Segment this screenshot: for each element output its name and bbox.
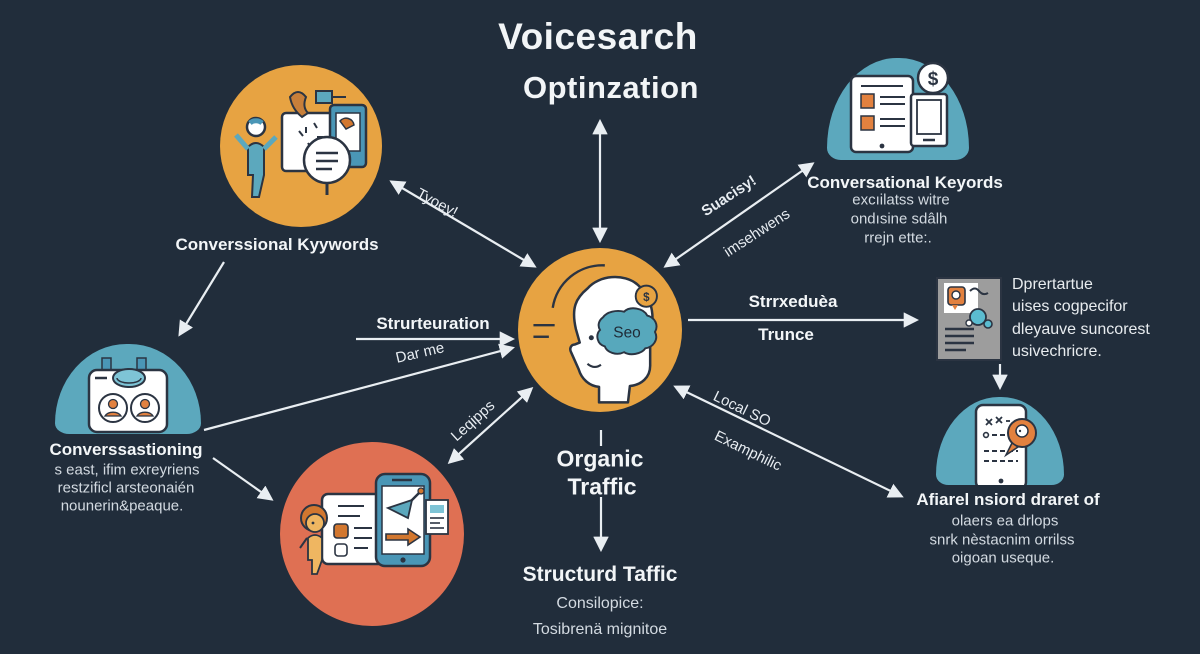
node-top-right-label: Conversational Keyords: [807, 173, 1003, 192]
node-bottom-right-label: Afiarel nsiord draret of: [916, 490, 1100, 509]
arrow-local-so: [673, 385, 904, 498]
arrow-label-imsehuens: imsehwens: [720, 205, 794, 261]
arrow-topleft-to-left-node: [178, 261, 225, 337]
arrow-label-tyoey: Tyoey!: [413, 185, 461, 221]
arrow-label-suacisy: Suacisy!: [698, 172, 760, 220]
node-left-label: Converssastioning: [49, 440, 203, 459]
voice-device-icon: [87, 357, 169, 434]
organic-traffic-line2: Traffic: [567, 473, 637, 500]
node-top-right-subline: rrejn ette:.: [864, 229, 932, 247]
node-conversational-keyords-circle: $: [827, 58, 969, 160]
arrow-label-dar-me: Dar me: [394, 339, 446, 367]
seo-brain-label: Seo: [613, 325, 640, 342]
page-title-line1: Voicesarch: [498, 16, 698, 57]
organic-traffic-line1: Organic: [556, 445, 644, 472]
mobile-content-icon: [299, 472, 449, 575]
arrow-left-to-red-node: [212, 457, 274, 501]
arrow-label-trunce: Trunce: [758, 325, 814, 344]
arrow-label-strrxedua: Strrxeduèa: [748, 292, 838, 311]
node-top-left-label: Converssional Kyywords: [175, 235, 379, 254]
node-converssastioning-circle: [55, 344, 201, 434]
doc-text-line: Dprertartue: [1012, 276, 1093, 293]
node-top-right-subline: excıilatss witre: [852, 191, 950, 209]
head-seo-brain-icon: Seo $: [533, 264, 658, 404]
node-bottom-right-subline: olaers ea drlops: [951, 512, 1059, 530]
bottom-subline: Tosibrenä mignitoe: [532, 621, 668, 638]
phone-local-pin-icon: [974, 403, 1037, 485]
arrow-label-examphilic: Examphilic: [711, 427, 785, 475]
node-mobile-content-circle: [280, 442, 464, 626]
node-left-subline: restzificl arsteonaién: [57, 479, 195, 497]
arrow-tyoey: [389, 180, 537, 268]
node-left-subline: nounerin&peaque.: [60, 497, 184, 515]
node-local-listing-circle: [936, 397, 1064, 485]
dollar-coin-glyph: $: [928, 69, 939, 90]
node-bottom-right-subline: snrk nèstacnim orrilss: [929, 531, 1075, 549]
doc-text-block: Dprertartue uises cogpecifor dleyauve su…: [1012, 274, 1150, 364]
arrow-label-strurteuration: Strurteuration: [376, 314, 490, 333]
arrow-label-local-so: Local SO: [710, 387, 774, 431]
node-top-right-subline: ondısine sdâlh: [850, 210, 948, 228]
dollar-coin-glyph: $: [643, 292, 650, 304]
bottom-subline: Consilopice:: [556, 595, 644, 612]
doc-text-line: usivechricre.: [1012, 343, 1102, 361]
structured-data-doc-icon: [936, 277, 1002, 361]
whiteboard-presentation-icon: [234, 90, 368, 198]
node-bottom-right-subline: oigoan useque.: [951, 549, 1055, 567]
arrow-label-leqipps: Leqipps: [447, 397, 499, 445]
structured-traffic-label: Structurd Taffic: [522, 563, 678, 586]
doc-text-line: dleyauve suncorest: [1012, 320, 1150, 338]
node-center-seo-circle: Seo $: [518, 248, 682, 412]
doc-text-line: uises cogpecifor: [1012, 298, 1128, 316]
page-title-line2: Optinzation: [523, 70, 699, 105]
node-conversational-keywords-circle: [220, 65, 382, 227]
node-structured-doc: [936, 277, 1002, 361]
node-left-subline: s east, ifim exreyriens: [54, 461, 200, 479]
tablet-dollar-icon: $: [849, 61, 950, 154]
